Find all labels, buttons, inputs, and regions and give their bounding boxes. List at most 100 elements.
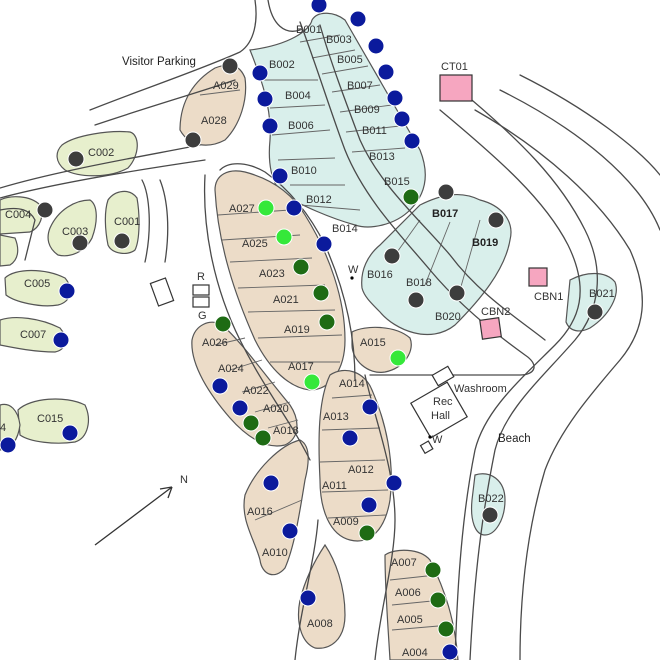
site-marker-b018[interactable]	[407, 291, 425, 309]
site-marker-b011[interactable]	[393, 110, 411, 128]
site-label-a026: A026	[202, 337, 228, 349]
site-marker-a024[interactable]	[211, 377, 229, 395]
site-label-b019: B019	[472, 237, 498, 249]
washroom-building	[431, 365, 455, 387]
w-label-2: W	[432, 434, 443, 446]
visitor-parking-label: Visitor Parking	[122, 56, 196, 68]
site-label-a014: A014	[339, 378, 365, 390]
site-marker-c005[interactable]	[58, 282, 76, 300]
site-marker-a010[interactable]	[281, 522, 299, 540]
site-marker-b005[interactable]	[367, 37, 385, 55]
site-marker-a028[interactable]	[184, 131, 202, 149]
zone-b021	[565, 272, 617, 332]
site-marker-b014[interactable]	[315, 235, 333, 253]
site-label-b011: B011	[362, 125, 387, 137]
site-marker-a016[interactable]	[262, 474, 280, 492]
cabin-label-cbn1: CBN1	[534, 291, 563, 303]
site-marker-a004[interactable]	[441, 643, 459, 660]
rec-hall-building	[409, 381, 469, 439]
site-label-b007: B007	[347, 80, 373, 92]
site-marker-a022[interactable]	[231, 399, 249, 417]
site-marker-a021[interactable]	[312, 284, 330, 302]
north-arrow-shaft	[94, 486, 173, 546]
site-marker-a017[interactable]	[303, 373, 321, 391]
site-label-a004: A004	[402, 647, 428, 659]
site-marker-c001[interactable]	[113, 232, 131, 250]
site-marker-b004[interactable]	[256, 90, 274, 108]
site-marker-b009[interactable]	[386, 89, 404, 107]
site-marker-a019[interactable]	[318, 313, 336, 331]
site-marker-a011[interactable]	[360, 496, 378, 514]
cabin-cbn2[interactable]	[479, 317, 502, 340]
rec-hall-label-2: Hall	[431, 410, 450, 422]
site-marker-a013[interactable]	[341, 429, 359, 447]
site-marker-4[interactable]	[0, 436, 17, 454]
site-marker-a027[interactable]	[257, 199, 275, 217]
site-marker-a012[interactable]	[385, 474, 403, 492]
north-label: N	[180, 474, 188, 486]
site-label-a018: A018	[273, 425, 299, 437]
north-arrow-icon	[159, 486, 173, 499]
rec-hall-label-1: Rec	[433, 396, 453, 408]
site-label-c015: C015	[37, 413, 63, 425]
site-marker-b002[interactable]	[251, 64, 269, 82]
site-label-c001: C001	[114, 216, 140, 228]
site-marker-b010[interactable]	[271, 167, 289, 185]
beach-label: Beach	[498, 433, 531, 445]
site-label-a008: A008	[307, 618, 333, 630]
site-marker-a006[interactable]	[429, 591, 447, 609]
site-marker-a007[interactable]	[424, 561, 442, 579]
site-marker-b016[interactable]	[383, 247, 401, 265]
site-label-b005: B005	[337, 54, 363, 66]
g-building	[192, 296, 210, 308]
site-label-b012: B012	[306, 194, 332, 206]
site-marker-b003[interactable]	[349, 10, 367, 28]
site-label-b006: B006	[288, 120, 314, 132]
site-label-a019: A019	[284, 324, 310, 336]
site-marker-b015[interactable]	[402, 188, 420, 206]
site-marker-b019[interactable]	[487, 211, 505, 229]
site-marker-b020[interactable]	[448, 284, 466, 302]
site-marker-b021[interactable]	[586, 303, 604, 321]
site-marker-c004[interactable]	[36, 201, 54, 219]
site-marker-layer	[0, 0, 604, 660]
site-marker-c003[interactable]	[71, 234, 89, 252]
site-marker-c007[interactable]	[52, 331, 70, 349]
site-marker-a026[interactable]	[214, 315, 232, 333]
site-label-c005: C005	[24, 278, 50, 290]
site-label-b014: B014	[332, 223, 358, 235]
site-label-a017: A017	[288, 361, 314, 373]
site-marker-b013[interactable]	[403, 132, 421, 150]
site-marker-a008[interactable]	[299, 589, 317, 607]
cabin-cbn1[interactable]	[528, 267, 548, 287]
site-label-a015: A015	[360, 337, 386, 349]
site-label-c004: C004	[5, 209, 31, 221]
site-marker-a029[interactable]	[221, 57, 239, 75]
site-marker-a018[interactable]	[254, 429, 272, 447]
site-marker-a020[interactable]	[242, 414, 260, 432]
site-marker-c002[interactable]	[67, 150, 85, 168]
w-label-1: W	[348, 264, 359, 276]
site-marker-b001[interactable]	[310, 0, 328, 14]
site-label-a012: A012	[348, 464, 374, 476]
site-marker-c015[interactable]	[61, 424, 79, 442]
site-marker-a005[interactable]	[437, 620, 455, 638]
site-marker-a009[interactable]	[358, 524, 376, 542]
site-label-a011: A011	[322, 480, 347, 492]
site-label-a005: A005	[397, 614, 423, 626]
site-label-b021: B021	[589, 288, 615, 300]
site-marker-b007[interactable]	[377, 63, 395, 81]
site-marker-a015[interactable]	[389, 349, 407, 367]
site-marker-b006[interactable]	[261, 117, 279, 135]
site-marker-a014[interactable]	[361, 398, 379, 416]
site-label-a024: A024	[218, 363, 244, 375]
site-marker-a025[interactable]	[275, 228, 293, 246]
site-label-b003: B003	[326, 34, 352, 46]
site-marker-b017[interactable]	[437, 183, 455, 201]
site-marker-b022[interactable]	[481, 506, 499, 524]
site-marker-a023[interactable]	[292, 258, 310, 276]
site-marker-b012[interactable]	[285, 199, 303, 217]
cabin-ct01[interactable]	[439, 74, 473, 102]
site-label-b013: B013	[369, 151, 395, 163]
